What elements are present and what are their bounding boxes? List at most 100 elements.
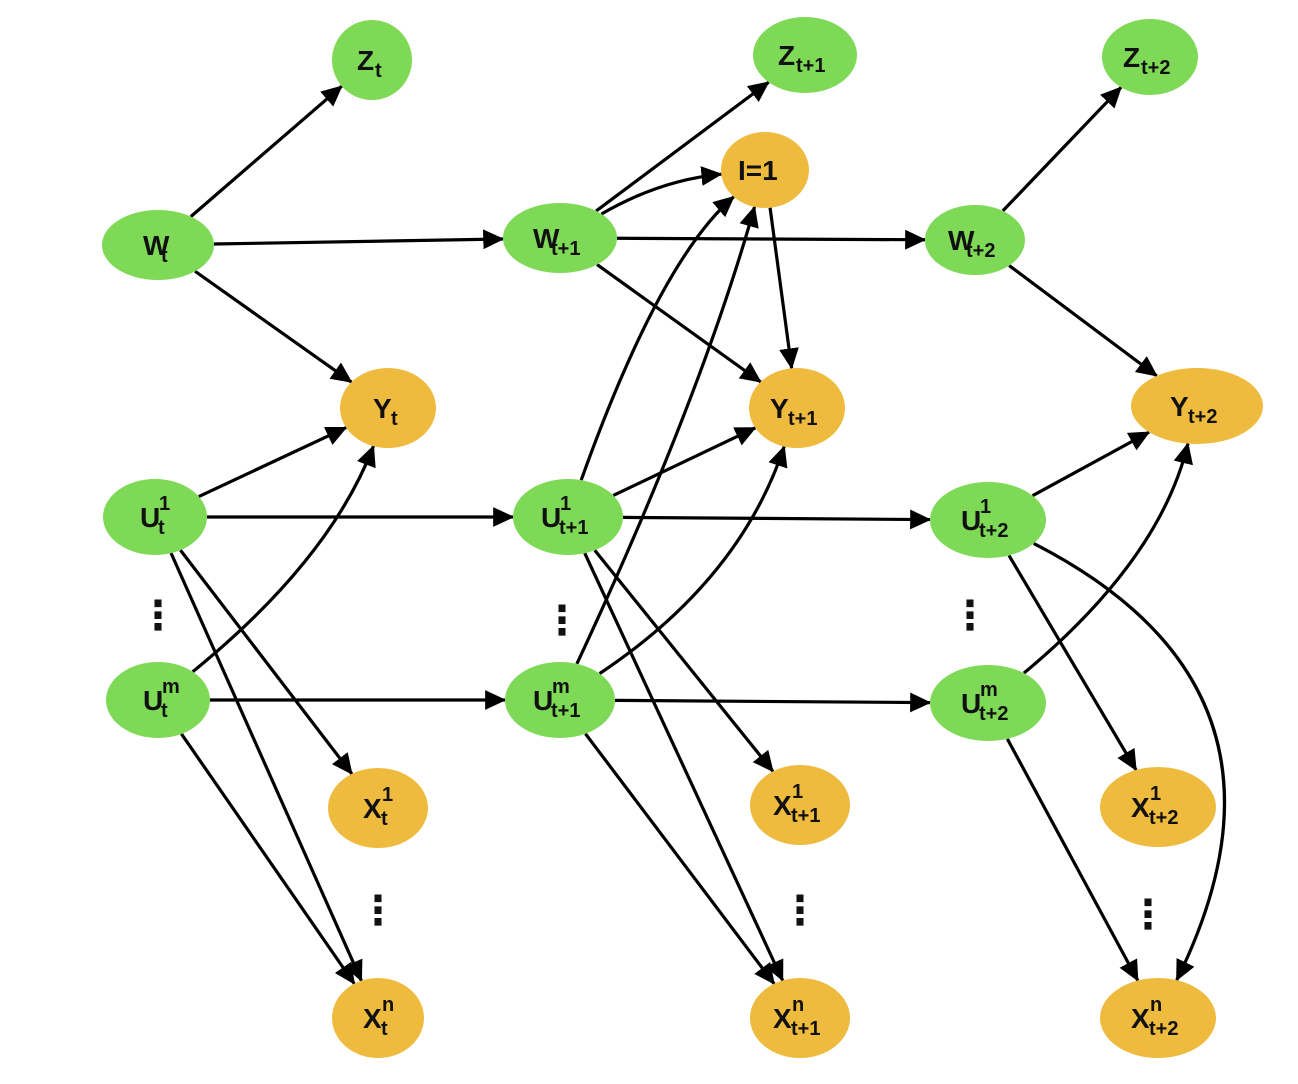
node-Yt1: Yt+1 (749, 368, 845, 448)
edges-layer (169, 80, 1227, 985)
edge-Wt-to-Yt (194, 269, 353, 384)
node-sub-Wt1: t+1 (551, 238, 580, 260)
node-sub-X1t: t (381, 808, 388, 830)
node-X1t: Xt1 (328, 768, 428, 848)
vertical-ellipsis-4: ⋮ (780, 888, 820, 934)
node-sup-X1t2: 1 (1150, 783, 1161, 805)
edge-U1t1-to-U1t2 (622, 509, 932, 530)
node-label-Wt: Wt (143, 230, 170, 267)
node-label-Xnt1: Xt+1n (773, 994, 820, 1040)
node-main-X1t: X (363, 793, 382, 824)
node-sup-X1t: 1 (382, 784, 393, 806)
node-sup-Umt1: m (552, 676, 570, 698)
node-main-Zt2: Z (1123, 42, 1140, 73)
node-shape-U1t1 (513, 479, 623, 555)
node-sup-Umt: m (162, 676, 180, 698)
node-main-I1: I=1 (738, 155, 778, 186)
node-label-Wt2: Wt+2 (948, 225, 995, 262)
edge-U1t1-to-X1t1 (593, 549, 775, 773)
node-shape-U1t2 (930, 482, 1046, 558)
node-label-Zt1: Zt+1 (778, 40, 825, 77)
vertical-ellipsis-0: ⋮ (138, 593, 178, 639)
edge-Umt2-to-Yt2 (1022, 442, 1193, 675)
node-main-Xnt: X (363, 1003, 382, 1034)
node-Yt: Yt (340, 368, 436, 448)
node-label-X1t1: Xt+11 (773, 781, 820, 827)
node-sub-Xnt: t (381, 1018, 388, 1040)
node-shape-X1t1 (750, 765, 850, 845)
node-sup-Xnt: n (382, 994, 394, 1016)
node-sup-Umt2: m (980, 679, 998, 701)
node-main-Umt1: U (533, 685, 553, 716)
node-U1t2: Ut+21 (930, 482, 1046, 558)
node-main-Wt: W (143, 230, 170, 261)
node-Xnt1: Xt+1n (750, 978, 850, 1058)
node-shape-Xnt2 (1100, 978, 1216, 1058)
vertical-ellipsis-5: ⋮ (1128, 892, 1168, 938)
edge-I1-to-Yt1 (768, 207, 799, 370)
node-sub-U1t2: t+2 (979, 520, 1008, 542)
edge-U1t2-to-Yt2 (1031, 430, 1151, 498)
node-sub-Yt: t (391, 408, 398, 430)
node-Umt1: Ut+1m (505, 662, 615, 738)
node-label-Yt1: Yt+1 (770, 393, 817, 430)
node-main-X1t2: X (1131, 792, 1150, 823)
node-shape-I1 (721, 132, 809, 208)
node-Yt2: Yt+2 (1131, 368, 1263, 444)
node-main-U1t: U (140, 502, 160, 533)
node-sub-Umt1: t+1 (551, 700, 580, 722)
edge-U1t2-to-Xnt2 (1032, 541, 1227, 982)
node-shape-U1t (103, 479, 207, 555)
node-Wt2: Wt+2 (925, 205, 1025, 275)
node-shape-Wt2 (925, 205, 1025, 275)
node-shape-Yt (340, 368, 436, 448)
edge-Wt2-to-Yt2 (1008, 264, 1158, 378)
node-label-X1t2: Xt+21 (1131, 783, 1178, 829)
node-sub-Xnt1: t+1 (791, 1018, 820, 1040)
node-label-I1: I=1 (738, 155, 778, 186)
node-main-Zt: Z (357, 45, 374, 76)
node-sub-Yt2: t+2 (1188, 406, 1217, 428)
vertical-ellipsis-1: ⋮ (542, 598, 582, 644)
node-U1t: Ut1 (103, 479, 207, 555)
node-label-X1t: Xt1 (363, 784, 393, 830)
node-label-Zt: Zt (357, 45, 382, 82)
node-label-U1t1: Ut+11 (541, 493, 588, 539)
edge-Wt1-to-Wt2 (616, 229, 927, 250)
edge-U1t2-to-X1t2 (1007, 554, 1138, 772)
node-Zt2: Zt+2 (1102, 19, 1198, 95)
node-main-Xnt1: X (773, 1003, 792, 1034)
node-main-Zt1: Z (778, 40, 795, 71)
node-sup-U1t: 1 (159, 493, 170, 515)
node-label-Umt2: Ut+2m (961, 679, 1008, 725)
node-main-Wt1: W (533, 223, 560, 254)
node-shape-Yt2 (1131, 368, 1263, 444)
node-shape-X1t (328, 768, 428, 848)
edge-Umt-to-Yt (191, 444, 376, 673)
node-label-Xnt: Xtn (363, 994, 394, 1040)
edge-U1t1-to-Yt1 (612, 426, 757, 497)
node-sub-U1t: t (158, 517, 165, 539)
node-label-Xnt2: Xt+2n (1131, 994, 1178, 1040)
edge-Umt1-to-Umt2 (614, 692, 932, 713)
node-Zt1: Zt+1 (753, 17, 857, 93)
node-main-Wt2: W (948, 225, 975, 256)
node-shape-Umt2 (930, 665, 1046, 741)
edge-U1t1-to-I1 (579, 195, 735, 481)
ellipsis-layer: ⋮⋮⋮⋮⋮⋮ (138, 593, 1168, 938)
vertical-ellipsis-2: ⋮ (950, 593, 990, 639)
node-sub-Zt1: t+1 (796, 55, 825, 77)
node-shape-Wt (102, 210, 214, 280)
node-sub-Umt2: t+2 (979, 703, 1008, 725)
node-main-Yt: Y (373, 393, 392, 424)
node-main-U1t1: U (541, 502, 561, 533)
node-shape-Xnt (332, 978, 424, 1058)
node-sub-X1t1: t+1 (791, 805, 820, 827)
node-X1t1: Xt+11 (750, 765, 850, 845)
node-shape-Wt1 (503, 203, 617, 273)
node-shape-Zt1 (753, 17, 857, 93)
node-label-Yt: Yt (373, 393, 398, 430)
edge-Umt1-to-Yt1 (598, 445, 788, 675)
edge-Wt-to-Wt1 (213, 229, 505, 250)
node-sup-X1t1: 1 (792, 781, 803, 803)
